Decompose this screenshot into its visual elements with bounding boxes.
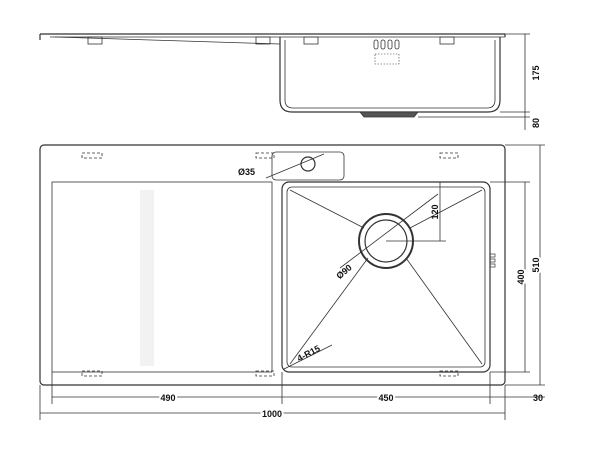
dim-overall-width: 510 bbox=[531, 257, 541, 272]
dim-bowl-depth: 175 bbox=[531, 65, 541, 80]
tap-hole bbox=[300, 156, 316, 172]
dim-waste-offset: 120 bbox=[430, 204, 440, 219]
bowl-inner-outline bbox=[286, 186, 486, 368]
dim-overall-length: 1000 bbox=[262, 409, 282, 419]
dim-corner-radius: 4-R15 bbox=[295, 343, 321, 363]
side-elevation: 175 80 bbox=[39, 33, 541, 130]
drainer-shade bbox=[140, 190, 154, 366]
plan-view: Ø35 Ø90 120 4-R15 bbox=[39, 144, 506, 386]
bowl-outline bbox=[281, 181, 491, 373]
clip-marks bbox=[81, 152, 459, 377]
horizontal-dimensions: 490 450 30 1000 bbox=[39, 372, 545, 421]
dim-tap-hole: Ø35 bbox=[238, 167, 255, 177]
sink-outline bbox=[39, 144, 506, 386]
drainer-slope-line bbox=[54, 36, 281, 45]
leader-line bbox=[265, 153, 325, 179]
mounting-clip bbox=[303, 36, 319, 45]
mounting-clip bbox=[439, 36, 455, 45]
waste-outlet bbox=[359, 111, 419, 118]
dim-drain-depth: 80 bbox=[531, 118, 541, 128]
mounting-clip bbox=[255, 36, 271, 45]
dim-bowl-width: 450 bbox=[378, 393, 393, 403]
dim-edge-offset: 30 bbox=[533, 393, 543, 403]
leader-line bbox=[283, 344, 333, 370]
overflow-slot-icon bbox=[489, 253, 496, 268]
leader-line bbox=[339, 193, 439, 269]
bowl-inner-outline bbox=[284, 40, 496, 109]
mounting-clip bbox=[87, 36, 103, 45]
dim-waste-diameter: Ø90 bbox=[334, 262, 353, 281]
overflow-slot-icon bbox=[373, 39, 400, 65]
vertical-dimensions: 400 510 bbox=[490, 144, 545, 386]
dim-bowl-height: 400 bbox=[516, 269, 526, 284]
bowl-side-outline bbox=[279, 37, 501, 113]
drainer-area bbox=[51, 181, 273, 373]
dim-drainer-width: 490 bbox=[160, 393, 175, 403]
tap-ledge bbox=[271, 151, 345, 181]
